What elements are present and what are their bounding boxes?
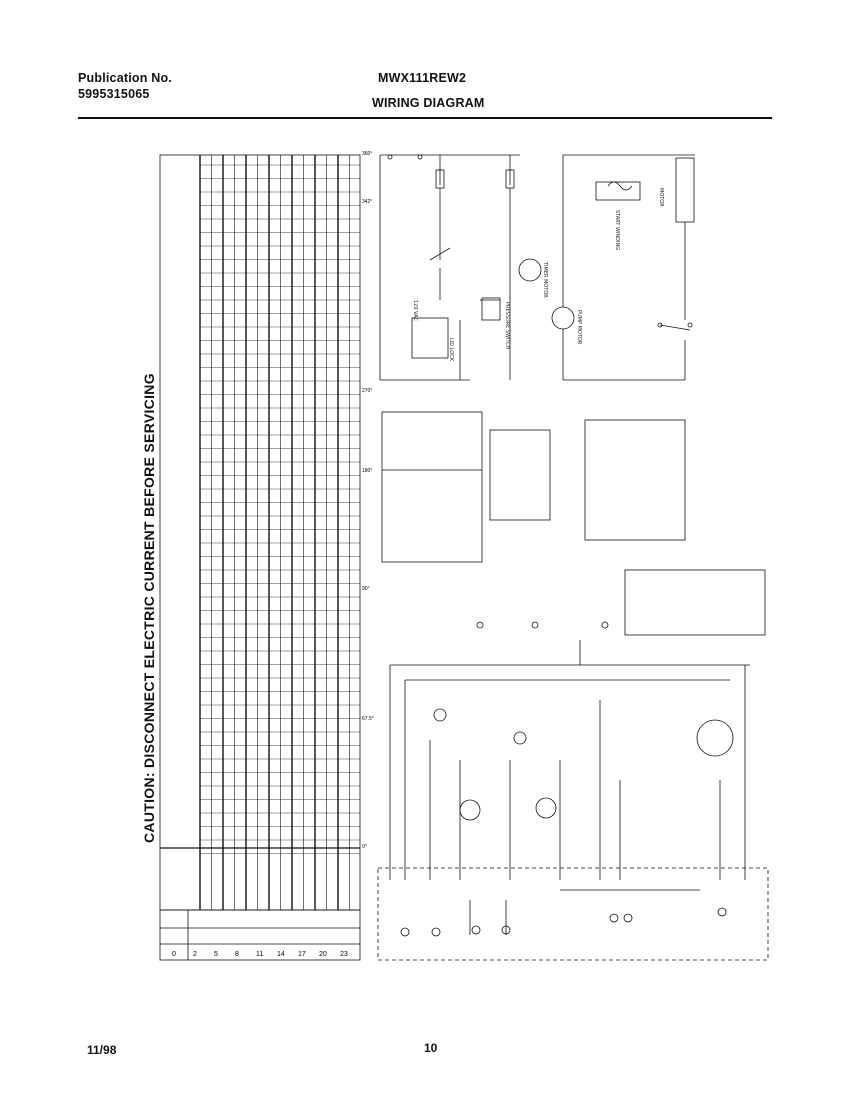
timer-step-number: 17 (298, 951, 306, 958)
label-start-winding: START WINDING (614, 210, 620, 250)
timer-angle-mark: 342° (362, 199, 372, 205)
publication-number: 5995315065 (78, 87, 150, 101)
timer-step-number: 20 (319, 951, 327, 958)
schematic-upper (379, 154, 695, 381)
label-pump-motor: PUMP MOTOR (576, 310, 582, 345)
timer-angle-mark: 180° (362, 468, 372, 474)
timer-step-number: 23 (340, 951, 348, 958)
model-number: MWX111REW2 (378, 71, 467, 85)
timer-chart (159, 154, 361, 911)
label-voltage: 120 VAC (412, 300, 418, 322)
label-timer-motor: TIMER MOTOR (542, 261, 548, 298)
publication-label: Publication No. (78, 71, 172, 85)
label-motor: MOTOR (658, 188, 664, 207)
diagram-text-labels: 120 VAC TIMER MOTOR PUMP MOTOR MOTOR LID… (412, 188, 664, 362)
schematic-lower (377, 621, 769, 961)
timer-step-number: 14 (277, 951, 285, 958)
timer-angle-mark: 90° (362, 586, 370, 592)
page-number: 10 (424, 1041, 438, 1055)
label-pressure-switch: PRESSURE SWITCH (504, 302, 510, 350)
timer-step-number: 8 (235, 951, 239, 958)
legend-boxes (381, 411, 766, 636)
timer-angle-mark: 360° (362, 151, 372, 157)
timer-step-number: 5 (214, 951, 218, 958)
page-title: WIRING DIAGRAM (372, 96, 485, 110)
timer-step-number: 0 (172, 951, 176, 958)
timer-step-number: 11 (256, 951, 263, 958)
label-lid-lock: LID LOCK (448, 338, 454, 362)
timer-step-number: 2 (193, 951, 197, 958)
timer-angle-mark: 67.5° (362, 716, 374, 722)
timer-angle-mark: 0° (362, 844, 367, 850)
footer-date: 11/98 (87, 1043, 117, 1057)
header-divider (78, 117, 772, 119)
timer-angle-mark: 270° (362, 388, 372, 394)
timer-step-numbers: 0 2 5 8 11 14 17 20 23 (172, 951, 348, 958)
timer-step-table (159, 909, 361, 961)
timer-angle-marks: 360° 342° 270° 180° 90° 67.5° 0° (362, 151, 374, 850)
